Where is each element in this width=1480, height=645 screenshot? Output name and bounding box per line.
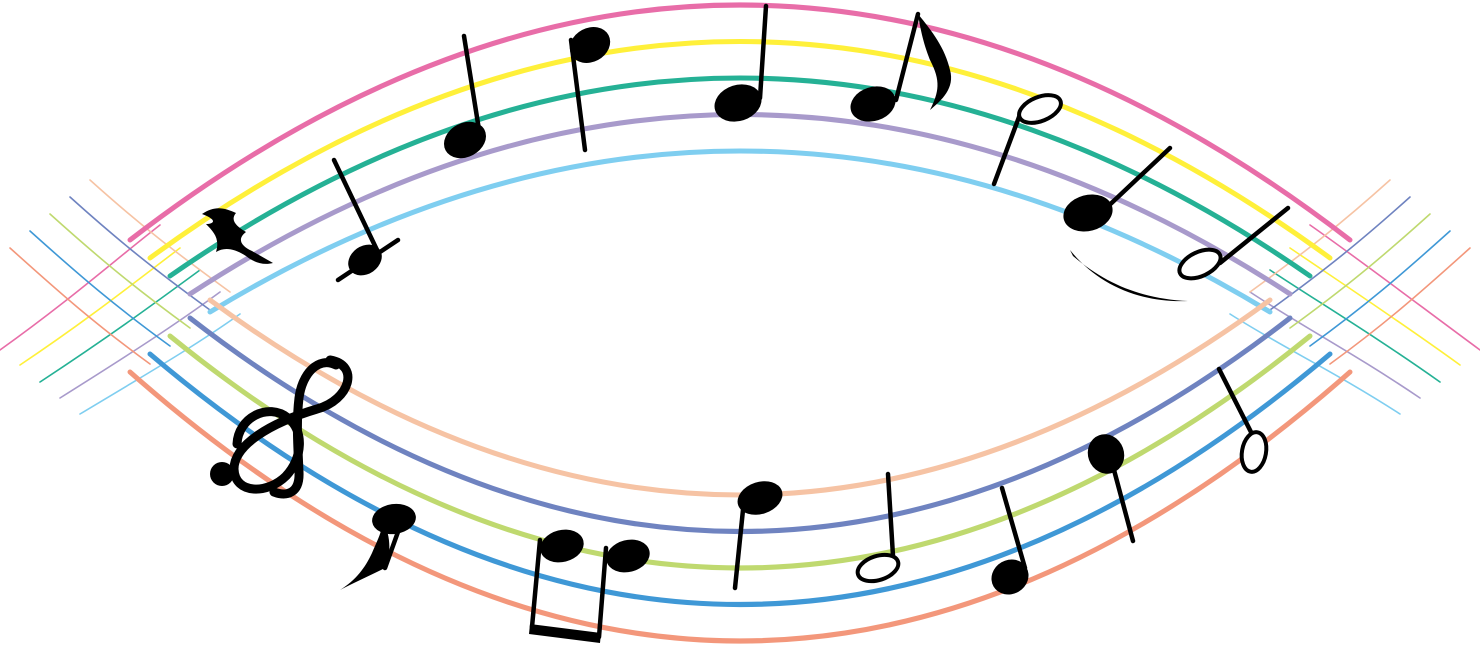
lower-staff-tail-left-5: [9, 247, 151, 365]
upper-staff-tail-right-2: [1289, 247, 1461, 366]
half-note-upper-1: [991, 93, 1063, 187]
treble-clef-icon: [210, 355, 353, 499]
upper-staff-tails: [0, 224, 1480, 415]
lower-staff-tail-left-3: [49, 213, 191, 329]
lower-staff-line-4: [147, 351, 1333, 607]
quarter-note-lower-1: [732, 481, 783, 591]
lower-rainbow-staff: [127, 297, 1353, 644]
lower-staff-line-5: [127, 369, 1353, 644]
lower-staff-tail-right-3: [1289, 213, 1431, 329]
lower-staff-tail-right-4: [1309, 230, 1451, 347]
quarter-note-upper-5: [1063, 145, 1173, 232]
lower-staff-tail-left-1: [89, 179, 231, 293]
lower-staff-tail-left-2: [69, 196, 211, 311]
upper-staff-tail-left-1: [0, 224, 161, 351]
half-note-lower-2: [1216, 366, 1269, 474]
upper-staff-tail-left-5: [79, 313, 241, 415]
lower-staff-line-3: [167, 333, 1313, 571]
upper-staff-line-2: [147, 39, 1333, 261]
beamed-eighth-notes: [529, 529, 650, 643]
half-note-upper-2: [1177, 205, 1291, 281]
upper-rainbow-staff: [127, 2, 1353, 315]
upper-staff-tail-right-3: [1269, 269, 1441, 383]
quarter-note-lower-2: [991, 485, 1029, 595]
quarter-note-upper-4: [714, 3, 769, 122]
eighth-note-lower: [340, 503, 416, 590]
lower-staff-notes: [210, 355, 1269, 643]
upper-staff-tail-left-2: [19, 247, 181, 366]
quarter-rest-icon: [202, 208, 273, 264]
upper-staff-line-1: [127, 2, 1353, 243]
quarter-note-upper-1: [331, 157, 401, 283]
eighth-note-upper: [850, 11, 952, 122]
lower-staff-tail-right-5: [1329, 247, 1471, 365]
lower-staff-tail-right-2: [1269, 196, 1411, 311]
quarter-note-upper-2: [443, 33, 487, 159]
slur-icon: [1070, 250, 1188, 302]
half-note-lower: [855, 471, 901, 584]
upper-staff-notes: [202, 3, 1291, 302]
lower-staff-tail-left-4: [29, 230, 171, 347]
upper-staff-tail-right-5: [1229, 313, 1401, 415]
lower-staff-tail-right-1: [1249, 179, 1391, 293]
upper-staff-tail-right-1: [1309, 224, 1480, 351]
upper-staff-tail-left-3: [39, 269, 201, 383]
quarter-note-lower-3: [1087, 434, 1136, 544]
quarter-note-upper-3: [568, 27, 611, 153]
upper-staff-tail-left-4: [59, 291, 221, 399]
